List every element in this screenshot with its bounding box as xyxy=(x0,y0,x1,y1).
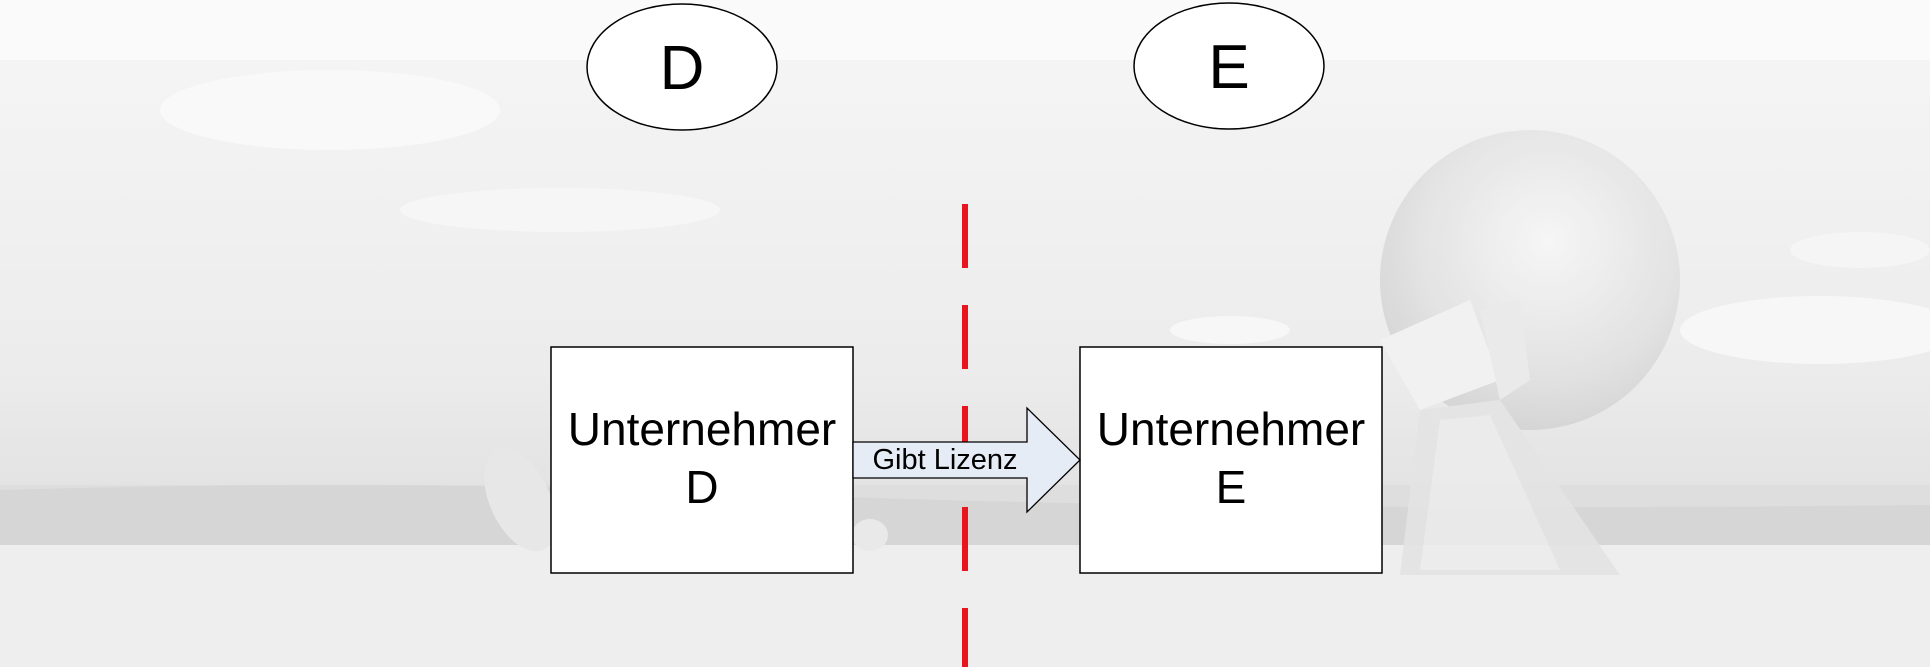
country-circle-e xyxy=(1133,2,1325,130)
company-box-e: Unternehmer E xyxy=(1079,346,1383,574)
company-box-d: Unternehmer D xyxy=(550,346,854,574)
license-arrow-shape xyxy=(852,406,1081,514)
country-label-e: E xyxy=(1208,33,1249,102)
country-node-e: E xyxy=(1133,2,1325,130)
license-arrow-label: Gibt Lizenz xyxy=(872,444,1017,476)
company-box-e-frame xyxy=(1079,346,1383,574)
license-arrow: Gibt Lizenz xyxy=(852,406,1081,514)
country-label-d: D xyxy=(660,34,705,103)
country-circle-d xyxy=(586,3,778,131)
company-box-d-line1: Unternehmer xyxy=(568,403,836,455)
country-node-d: D xyxy=(586,3,778,131)
company-box-d-frame xyxy=(550,346,854,574)
company-box-e-line2: E xyxy=(1216,461,1247,513)
company-box-d-line2: D xyxy=(685,461,718,513)
company-box-e-line1: Unternehmer xyxy=(1097,403,1365,455)
